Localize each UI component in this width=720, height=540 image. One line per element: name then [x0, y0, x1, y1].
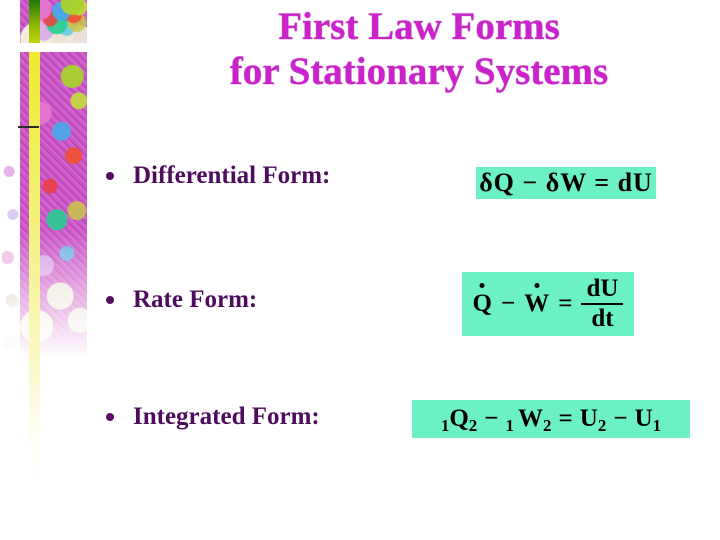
- fraction-numerator: dU: [581, 275, 624, 305]
- equation-differential-text: δQ − δW = dU: [479, 168, 653, 197]
- q-letter: Q: [449, 405, 469, 432]
- bullet-label-integrated: Integrated Form:: [133, 403, 320, 430]
- minus-sign: −: [500, 290, 516, 317]
- minus-sign: −: [613, 405, 628, 432]
- u-letter: U: [579, 405, 598, 432]
- w-letter: W: [524, 290, 550, 317]
- title-line-2: for Stationary Systems: [229, 50, 609, 93]
- overdot-icon: [534, 283, 540, 288]
- equals-sign: =: [558, 405, 573, 432]
- bullet-label-differential: Differential Form:: [133, 162, 331, 189]
- bullet-dot-icon: [106, 172, 114, 180]
- slide-title: First Law Forms for Stationary Systems: [120, 4, 718, 94]
- title-line-1: First Law Forms: [278, 5, 560, 48]
- subscript: 2: [468, 416, 478, 435]
- equation-integrated-form: 1 Q 2 − 1 W 2 = U 2 − U 1: [412, 400, 690, 438]
- subscript: 2: [597, 416, 607, 435]
- gradient-stripe-top: [29, 0, 40, 43]
- subscript: 2: [543, 416, 552, 435]
- w-letter: W: [518, 405, 544, 432]
- bullet-item-integrated: Integrated Form:: [106, 403, 320, 430]
- equals-sign: =: [558, 290, 573, 317]
- q-letter: Q: [472, 290, 492, 317]
- minus-sign: −: [484, 405, 499, 432]
- pre-subscript: 1: [505, 416, 515, 435]
- fraction-denominator: dt: [591, 305, 614, 332]
- bullet-item-rate: Rate Form:: [106, 286, 257, 313]
- w-dot-term: W: [524, 283, 550, 318]
- overdot-icon: [479, 283, 485, 288]
- bullet-dot-icon: [106, 296, 114, 304]
- bullet-label-rate: Rate Form:: [133, 286, 258, 313]
- stripe-tick-mark: [18, 126, 39, 128]
- equation-rate-form: Q − W = dU dt: [462, 272, 634, 336]
- equation-differential-form: δQ − δW = dU: [476, 167, 656, 199]
- fraction: dU dt: [581, 275, 624, 333]
- subscript: 1: [652, 416, 662, 435]
- bullet-dot-icon: [106, 413, 114, 421]
- u-letter: U: [634, 405, 653, 432]
- bullet-item-differential: Differential Form:: [106, 162, 330, 189]
- gradient-stripe-main: [29, 52, 40, 514]
- decorative-art-spill: [2, 150, 20, 365]
- q-dot-term: Q: [472, 283, 492, 318]
- pre-subscript: 1: [440, 416, 450, 435]
